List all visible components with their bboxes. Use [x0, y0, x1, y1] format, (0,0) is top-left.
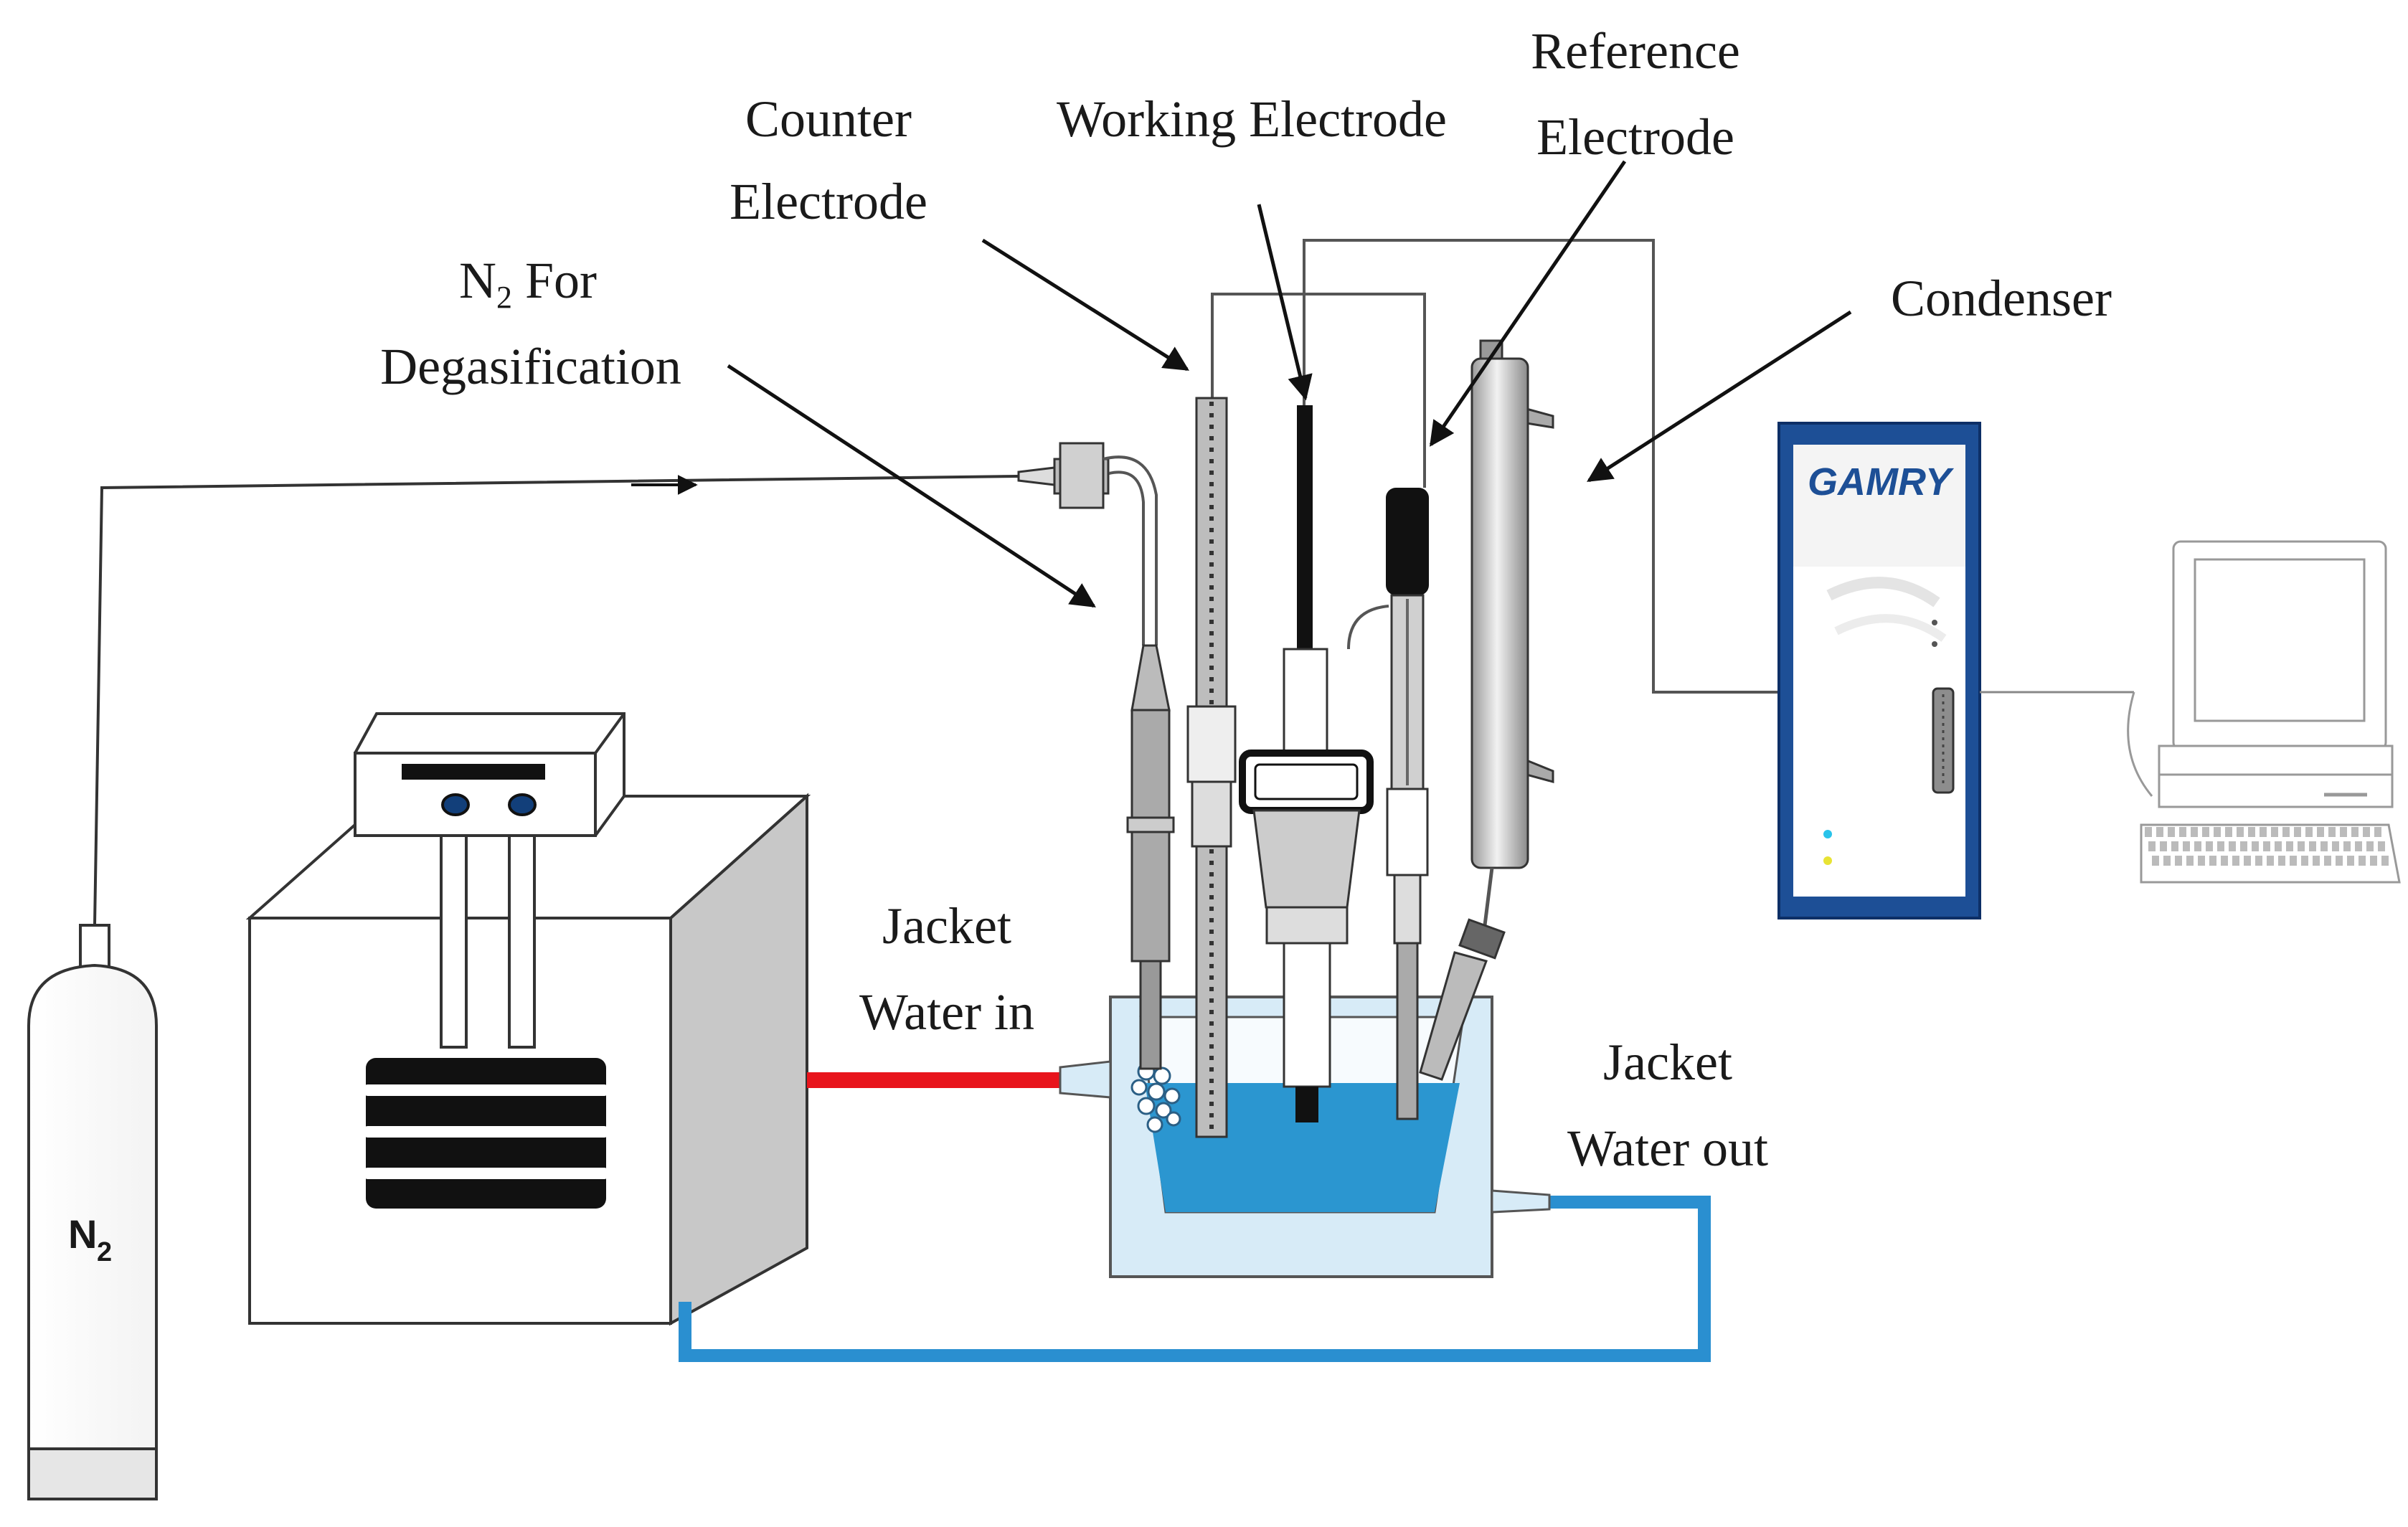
control-knob-left — [441, 793, 470, 816]
status-led — [1823, 856, 1832, 865]
thermostatic-water-bath — [245, 712, 811, 1326]
label-arrows — [727, 160, 1852, 608]
condenser-label: Condenser — [1891, 270, 2112, 327]
reference-electrode-label-line2: Electrode — [1536, 108, 1734, 166]
power-led — [1823, 830, 1832, 838]
computer — [2127, 540, 2401, 884]
n2-degasification-label-line1: N2 For — [459, 252, 597, 315]
jacket-water-return-tube — [679, 1196, 1711, 1362]
n2-arrow — [727, 364, 1096, 608]
jacket-water-out-label-line1: Jacket — [1603, 1034, 1732, 1091]
reference-electrode — [1347, 488, 1429, 1120]
counter-electrode-label-line2: Electrode — [730, 173, 927, 230]
condenser — [1419, 339, 1554, 1081]
jacket-water-out-label-line2: Water out — [1567, 1120, 1768, 1177]
display-panel — [402, 764, 545, 780]
control-knob-right — [508, 793, 537, 816]
potentiostat: GAMRY — [1777, 422, 1981, 919]
condenser-arrow — [1587, 310, 1852, 483]
n2-degasification-label-line2: Degasification — [380, 338, 681, 395]
working-electrode — [1239, 405, 1374, 1122]
cell-cable-connector — [1932, 687, 1955, 794]
counter-electrode-label-line1: Counter — [745, 90, 912, 148]
jacket-water-in-label-line1: Jacket — [882, 897, 1011, 955]
reference-arrow — [1429, 160, 1627, 447]
nitrogen-cylinder: N 2 — [27, 924, 158, 1500]
n2-gas-line — [93, 475, 1019, 926]
counter-electrode — [1186, 397, 1237, 1138]
n2-purge-tube — [1017, 442, 1175, 1070]
heating-coil — [362, 1058, 610, 1209]
jacket-water-in-label-line2: Water in — [859, 983, 1034, 1041]
working-electrode-label: Working Electrode — [1057, 90, 1447, 148]
cylinder-label-subscript: 2 — [97, 1237, 112, 1267]
n2-label-n: N — [459, 252, 496, 309]
counter-arrow — [981, 238, 1189, 372]
potentiostat-brand: GAMRY — [1808, 460, 1955, 504]
n2-label-subscript: 2 — [496, 280, 512, 315]
cylinder-label: N — [68, 1211, 97, 1257]
n2-label-rest: For — [512, 252, 597, 309]
working-arrow — [1257, 204, 1313, 401]
reference-electrode-label-line1: Reference — [1531, 22, 1740, 80]
electrode-wires — [1211, 239, 1779, 694]
